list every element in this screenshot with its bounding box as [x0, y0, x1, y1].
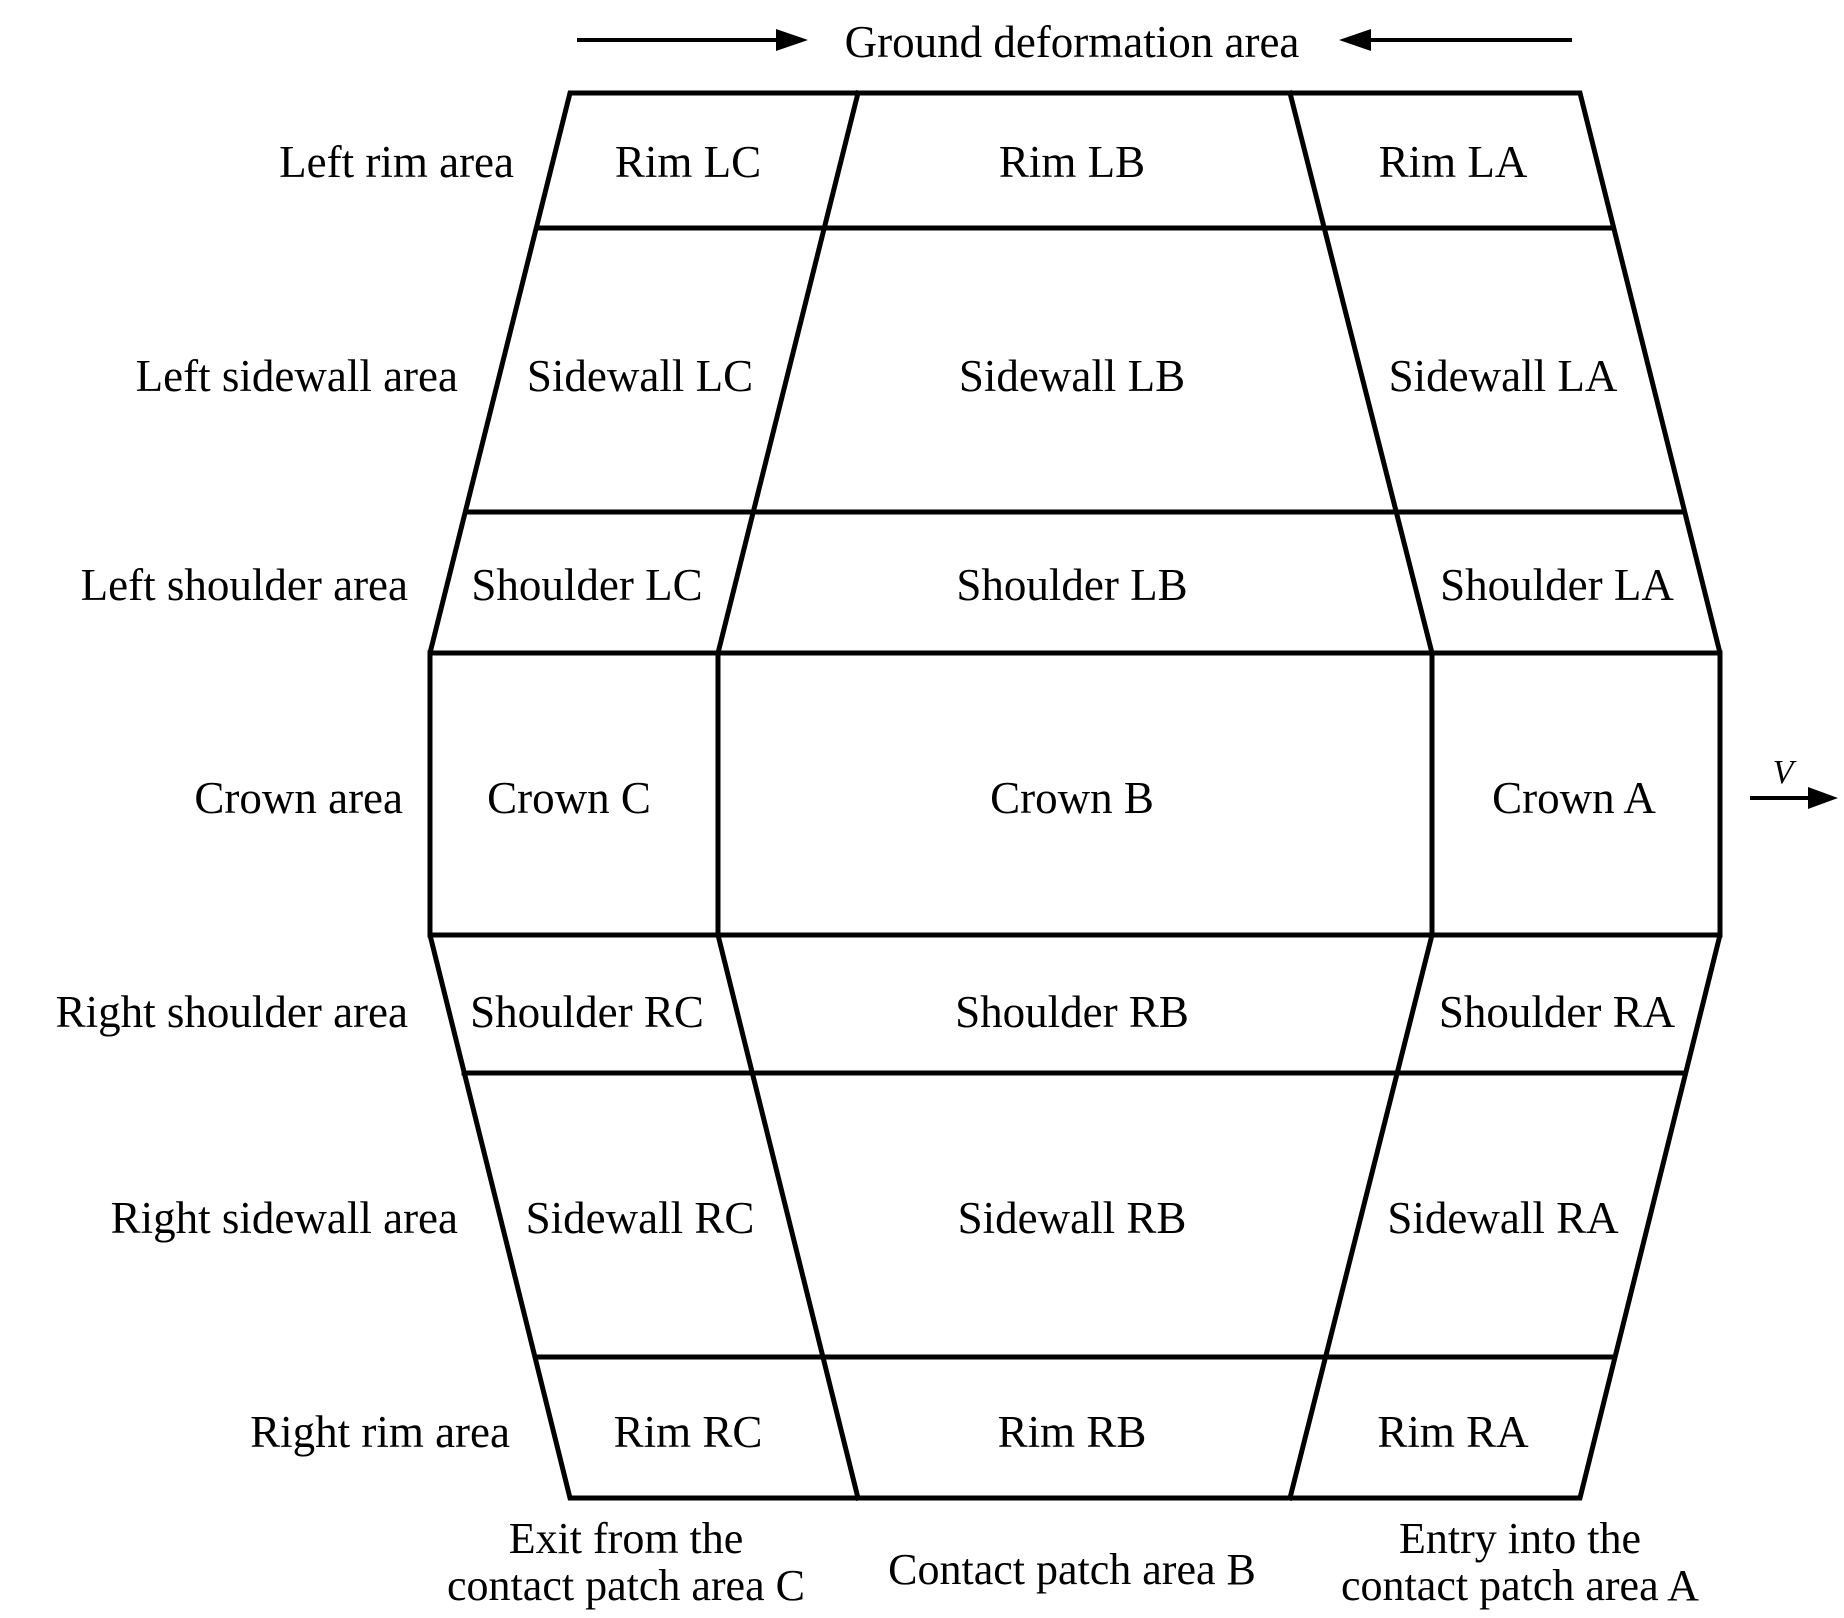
cell-rim-lb: Rim LB: [999, 137, 1145, 187]
column-label-exit-line2: contact patch area C: [447, 1561, 805, 1610]
cell-rim-ra: Rim RA: [1377, 1407, 1529, 1457]
cell-shoulder-rc: Shoulder RC: [470, 987, 704, 1037]
cell-sidewall-lb: Sidewall LB: [959, 351, 1185, 401]
row-label-right-shoulder: Right shoulder area: [56, 987, 408, 1037]
cell-rim-la: Rim LA: [1379, 137, 1528, 187]
column-label-entry-line1: Entry into the: [1399, 1514, 1641, 1563]
row-label-crown: Crown area: [194, 773, 403, 823]
cell-sidewall-lc: Sidewall LC: [527, 351, 753, 401]
cell-labels: Rim LC Rim LB Rim LA Sidewall LC Sidewal…: [470, 137, 1676, 1457]
cell-crown-c: Crown C: [487, 773, 651, 823]
row-label-left-rim: Left rim area: [279, 137, 514, 187]
row-labels: Left rim area Left sidewall area Left sh…: [56, 137, 514, 1457]
cell-shoulder-ra: Shoulder RA: [1439, 987, 1676, 1037]
column-label-contact: Contact patch area B: [888, 1545, 1256, 1594]
cell-shoulder-lb: Shoulder LB: [956, 560, 1187, 610]
right-arrowhead-icon: [1339, 29, 1371, 51]
grid-lines: [427, 89, 1723, 1502]
ground-deformation-label: Ground deformation area: [845, 17, 1300, 67]
column-label-exit-line1: Exit from the: [509, 1514, 744, 1563]
column-label-entry-line2: contact patch area A: [1341, 1561, 1699, 1610]
column-labels: Exit from the contact patch area C Conta…: [447, 1514, 1699, 1610]
cell-rim-rc: Rim RC: [614, 1407, 763, 1457]
cell-shoulder-lc: Shoulder LC: [471, 560, 702, 610]
velocity-label: V: [1773, 754, 1798, 791]
left-arrowhead-icon: [776, 29, 808, 51]
ground-deformation-header: Ground deformation area: [577, 17, 1572, 67]
velocity-arrowhead-icon: [1808, 787, 1838, 809]
cell-sidewall-rc: Sidewall RC: [526, 1193, 755, 1243]
row-label-left-sidewall: Left sidewall area: [136, 351, 458, 401]
row-label-right-rim: Right rim area: [250, 1407, 510, 1457]
row-label-left-shoulder: Left shoulder area: [81, 560, 408, 610]
cell-rim-lc: Rim LC: [615, 137, 761, 187]
outer-boundary: [427, 90, 1723, 1501]
cell-crown-a: Crown A: [1492, 773, 1656, 823]
divider-right: [1286, 89, 1435, 1502]
cell-crown-b: Crown B: [990, 773, 1154, 823]
cell-shoulder-rb: Shoulder RB: [955, 987, 1189, 1037]
cell-shoulder-la: Shoulder LA: [1440, 560, 1674, 610]
velocity-indicator: V: [1750, 754, 1838, 809]
cell-sidewall-rb: Sidewall RB: [958, 1193, 1187, 1243]
row-label-right-sidewall: Right sidewall area: [111, 1193, 458, 1243]
cell-sidewall-la: Sidewall LA: [1389, 351, 1618, 401]
divider-left: [715, 89, 862, 1502]
cell-sidewall-ra: Sidewall RA: [1387, 1193, 1619, 1243]
cell-rim-rb: Rim RB: [998, 1407, 1147, 1457]
